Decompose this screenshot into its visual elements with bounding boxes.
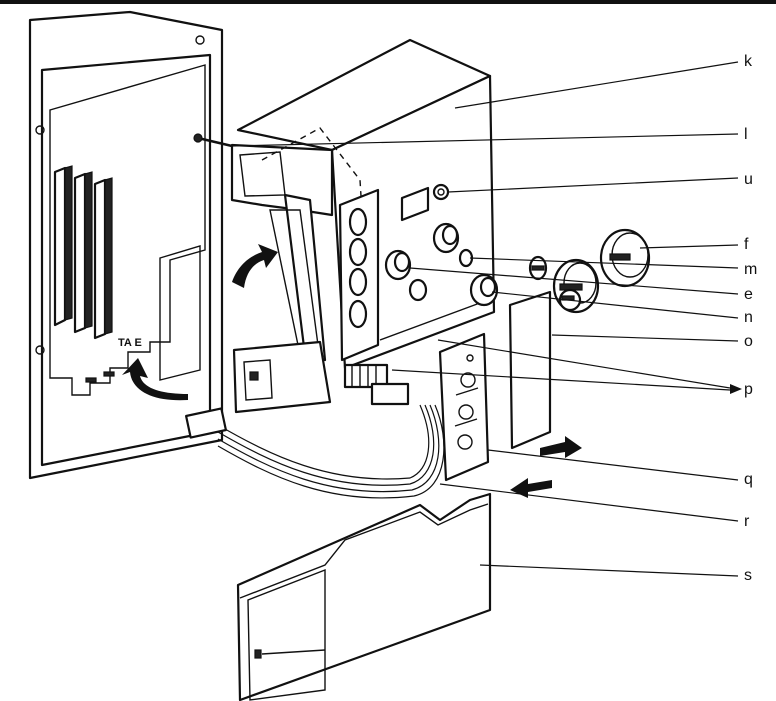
- label-u: u: [744, 171, 753, 188]
- board-modules: [53, 165, 113, 340]
- insert-arrow-chassis: [232, 244, 278, 288]
- knob-f: [599, 228, 651, 288]
- label-l: l: [744, 126, 748, 143]
- main-chassis: [230, 38, 496, 414]
- leader-lines: [231, 61, 742, 577]
- arrow-o: [540, 436, 582, 458]
- cover-plate-o: [508, 290, 552, 450]
- label-n: n: [744, 309, 753, 326]
- left-circuit-board-panel: TA E: [28, 10, 224, 480]
- label-r: r: [744, 513, 750, 530]
- label-s: s: [744, 567, 752, 584]
- label-m: m: [744, 261, 757, 278]
- label-q: q: [744, 471, 753, 488]
- arrow-r: [510, 478, 552, 498]
- front-panel-q: [438, 332, 490, 482]
- screw-l: [193, 133, 233, 148]
- label-k: k: [744, 53, 753, 70]
- ribbon-cable: [185, 382, 445, 499]
- part-labels: k l u f m e n o p q r s: [744, 53, 757, 584]
- label-p: p: [744, 381, 753, 398]
- label-o: o: [744, 333, 753, 350]
- board-marking: TA E: [118, 337, 142, 349]
- label-f: f: [744, 236, 749, 253]
- insert-arrow-board: [122, 358, 188, 401]
- label-e: e: [744, 286, 753, 303]
- bottom-cover-s: [236, 492, 492, 701]
- knob-small-f-adjacent: [528, 255, 548, 281]
